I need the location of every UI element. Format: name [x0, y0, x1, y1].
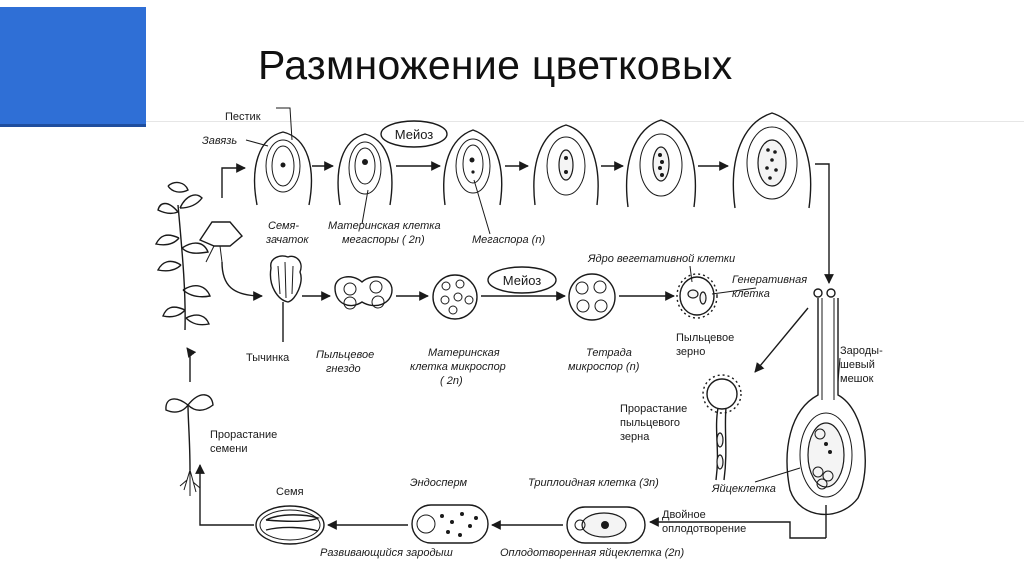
- seed: [255, 505, 325, 545]
- title-accent-block: [0, 7, 146, 127]
- developing-embryo: [411, 504, 489, 544]
- label-fertilized-egg: Оплодотворенная яйцеклетка (2n): [500, 547, 685, 559]
- label-generative-1: Генеративная: [732, 274, 807, 286]
- label-embryo-sac-1: Зароды-: [840, 345, 883, 357]
- microspore-tetrad: [568, 273, 616, 321]
- label-seed-germination-2: семени: [210, 443, 248, 455]
- label-double-fertilization-1: Двойное: [662, 509, 706, 521]
- label-vegetative-nucleus: Ядро вегетативной клетки: [587, 253, 735, 265]
- arrow-double-fertilization: [649, 517, 826, 539]
- label-microspore-mother-2: клетка микроспор: [410, 361, 506, 373]
- microspore-mother-cells: [432, 274, 478, 320]
- label-pollen-germination-1: Прорастание: [620, 403, 687, 415]
- label-pollen-sac-1: Пыльцевое: [316, 349, 374, 361]
- label-generative-2: клетка: [732, 288, 770, 300]
- arrow-plant-to-ovule: [221, 163, 246, 198]
- label-microspore-mother-3: ( 2n): [440, 375, 463, 387]
- ovule-stage-3: [443, 129, 503, 206]
- seedling: [165, 394, 214, 496]
- label-pollen-germination-2: пыльцевого: [620, 417, 680, 429]
- ovule-stage-5: [625, 119, 697, 208]
- label-microspore-mother-1: Материнская: [428, 347, 500, 359]
- label-tetrad-2: микроспор (n): [568, 361, 640, 373]
- label-pistil: Пестик: [225, 111, 261, 123]
- arrow-to-embryo-sac: [815, 163, 834, 284]
- label-pollen-germination-3: зерна: [620, 431, 650, 443]
- arrow-plant-to-stamen: [221, 261, 263, 301]
- pollen-sac: [334, 276, 393, 310]
- label-double-fertilization-2: оплодотворение: [662, 523, 746, 535]
- label-egg-cell: Яйцеклетка: [711, 483, 776, 495]
- meiosis-oval-mid: [487, 266, 557, 294]
- germinating-pollen-grain: [702, 374, 742, 481]
- slide-title: Размножение цветковых: [258, 42, 733, 88]
- parent-plant: [154, 181, 243, 331]
- embryo-sac-pistil: [786, 298, 866, 538]
- ovule-stage-2: [337, 133, 393, 206]
- label-embryo-sac-3: мешок: [840, 373, 874, 385]
- meiosis-oval-top: [380, 120, 448, 148]
- label-ovule-2: зачаток: [265, 234, 309, 246]
- label-ovary: Завязь: [202, 135, 237, 147]
- pollen-on-stigma: [813, 288, 836, 298]
- label-triploid-cell: Триплоидная клетка (3n): [528, 477, 659, 489]
- label-ovule-1: Семя-: [268, 220, 299, 232]
- arrow-to-germination: [754, 307, 809, 373]
- label-megaspore-mother-1: Материнская клетка: [328, 220, 441, 232]
- fertilized-egg-cell: [566, 506, 646, 544]
- label-endosperm: Эндосперм: [410, 477, 468, 489]
- arrow-seed-to-seedling: [195, 464, 254, 526]
- label-megaspore-mother-2: мегаспоры ( 2n): [342, 234, 425, 246]
- label-tetrad-1: Тетрада: [586, 347, 632, 359]
- meiosis-mid-label: Мейоз: [503, 273, 542, 288]
- label-pollen-grain-2: зерно: [676, 346, 705, 358]
- ovule-stage-4: [533, 124, 599, 206]
- label-pollen-sac-2: гнездо: [326, 363, 361, 375]
- ovule-stage-1: [253, 107, 313, 206]
- ovule-stage-6: [732, 112, 812, 209]
- meiosis-top-label: Мейоз: [395, 127, 434, 142]
- label-stamen: Тычинка: [246, 352, 290, 364]
- header-divider: [146, 121, 1024, 122]
- label-embryo-sac-2: шевый: [840, 359, 875, 371]
- label-seed-germination-1: Прорастание: [210, 429, 277, 441]
- label-megaspore: Мегаспора (n): [472, 234, 545, 246]
- pollen-grain: [676, 273, 718, 319]
- stamen: [269, 255, 302, 342]
- label-pollen-grain-1: Пыльцевое: [676, 332, 734, 344]
- label-seed: Семя: [276, 486, 304, 498]
- label-developing-embryo: Развивающийся зародыш: [320, 547, 453, 559]
- label-leader-lines: [245, 139, 841, 483]
- arrow-seedling-to-plant: [186, 347, 197, 382]
